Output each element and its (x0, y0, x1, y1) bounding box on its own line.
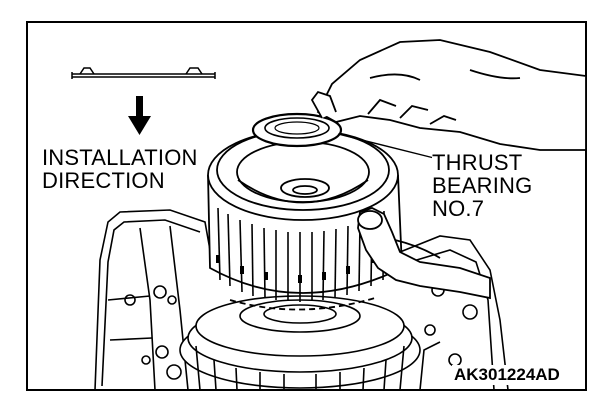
thrust-bearing-leader-line (337, 133, 435, 159)
thrust-label-line1: THRUST (432, 150, 523, 175)
lower-clutch-pack (179, 295, 421, 391)
installation-label-line1: INSTALLATION (42, 145, 198, 170)
clutch-drum (207, 129, 403, 311)
installation-label-line2: DIRECTION (42, 168, 165, 193)
thrust-bearing-label: THRUST BEARING NO.7 (432, 150, 533, 221)
thrust-bearing (251, 112, 343, 148)
transmission-case (94, 209, 509, 391)
installation-direction-arrow (128, 96, 151, 135)
upper-hand (310, 39, 587, 151)
figure-code: AK301224AD (452, 365, 562, 385)
lower-hand (357, 207, 491, 300)
thrust-label-line3: NO.7 (432, 196, 485, 221)
bearing-profile-icon (71, 67, 216, 79)
thrust-label-line2: BEARING (432, 173, 533, 198)
installation-direction-label: INSTALLATION DIRECTION (42, 146, 198, 192)
